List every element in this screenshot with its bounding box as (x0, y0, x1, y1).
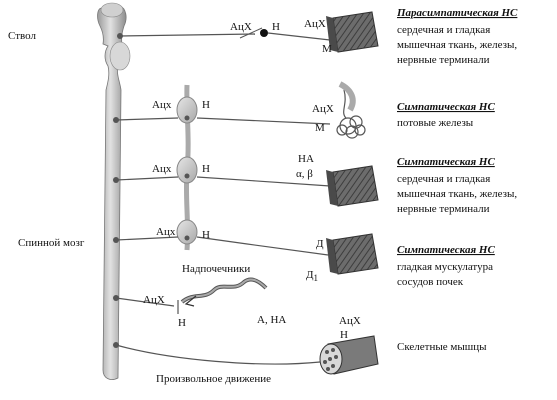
description-4: Симпатическая НС гладкая мускулатура сос… (397, 244, 495, 288)
row-sweat-gland-pathway (115, 117, 331, 125)
r4-d1-label: Д1 (306, 269, 318, 283)
description-1: Парасимпатическая НС сердечная и гладкая… (396, 7, 518, 66)
r6-n-label: Н (340, 329, 348, 341)
description-5: Скелетные мышцы (397, 341, 487, 353)
svg-text:сердечная и гладкая: сердечная и гладкая (397, 173, 490, 185)
r2-n-label: Н (202, 99, 210, 111)
sweat-gland-icon (336, 81, 366, 139)
svg-text:Скелетные мышцы: Скелетные мышцы (397, 341, 487, 353)
spinal-cord (97, 2, 131, 380)
spinal-cord-label: Спинной мозг (18, 237, 85, 249)
description-2: Симпатическая НС потовые железы (397, 101, 495, 129)
r2-ach-label: Ацх (152, 99, 172, 111)
row-parasympathetic-pathway (119, 27, 331, 41)
description-3-title: Симпатическая НС (397, 156, 495, 168)
muscle-block-1 (326, 11, 379, 53)
r3-n-label: Н (202, 163, 210, 175)
description-1-title: Парасимпатическая НС (396, 7, 518, 19)
brainstem-label: Ствол (8, 30, 36, 42)
r3-ach-label: Ацх (152, 163, 172, 175)
ganglion-3 (176, 219, 198, 245)
r1-ach-left-label: АцХ (230, 21, 252, 33)
r1-n-label: Н (272, 21, 280, 33)
description-2-title: Симпатическая НС (397, 101, 495, 113)
svg-text:нервные терминали: нервные терминали (397, 203, 490, 215)
row-sympathetic-pathway-3 (115, 236, 329, 256)
svg-text:гладкая мускулатура: гладкая мускулатура (397, 261, 493, 273)
svg-text:сердечная и гладкая: сердечная и гладкая (397, 24, 490, 36)
description-4-title: Симпатическая НС (397, 244, 495, 256)
description-3: Симпатическая НС сердечная и гладкая мыш… (397, 156, 517, 215)
r4-ach-label: Ацх (156, 226, 176, 238)
parasympathetic-ganglion (260, 29, 268, 37)
svg-text:сосудов почек: сосудов почек (397, 276, 464, 288)
r3-ab-label: α, β (296, 168, 313, 180)
r3-na-label: НА (298, 153, 314, 165)
row-somatic-pathway (115, 344, 321, 365)
skeletal-muscle-icon (319, 335, 379, 375)
r1-m-label: М (322, 43, 332, 55)
r1-ach-right-label: АцХ (304, 18, 326, 30)
svg-text:мышечная ткань, железы,: мышечная ткань, железы, (397, 188, 517, 200)
r4-n-label: Н (202, 229, 210, 241)
r2-ach-right-label: АцХ (312, 103, 334, 115)
muscle-block-2 (326, 165, 379, 207)
r4-d-label: Д (316, 238, 324, 250)
row-sympathetic-pathway-2 (115, 176, 331, 187)
svg-text:мышечная ткань, железы,: мышечная ткань, железы, (397, 39, 517, 51)
r5-n-label: Н (178, 317, 186, 329)
r5-a-na-label: А, НА (257, 314, 286, 326)
r5-ach-label: АцХ (143, 294, 165, 306)
voluntary-movement-label: Произвольное движение (156, 373, 271, 385)
adrenal-gland-icon (180, 277, 268, 307)
row-adrenal-pathway (115, 297, 179, 314)
svg-text:потовые железы: потовые железы (397, 117, 474, 129)
muscle-block-3 (326, 233, 379, 275)
adrenal-label: Надпочечники (182, 263, 250, 275)
r2-m-label: М (315, 122, 325, 134)
ganglion-1 (176, 96, 198, 124)
r6-ach-label: АцХ (339, 315, 361, 327)
svg-text:нервные терминали: нервные терминали (397, 54, 490, 66)
sympathetic-chain (176, 84, 198, 251)
ganglion-2 (176, 156, 198, 184)
